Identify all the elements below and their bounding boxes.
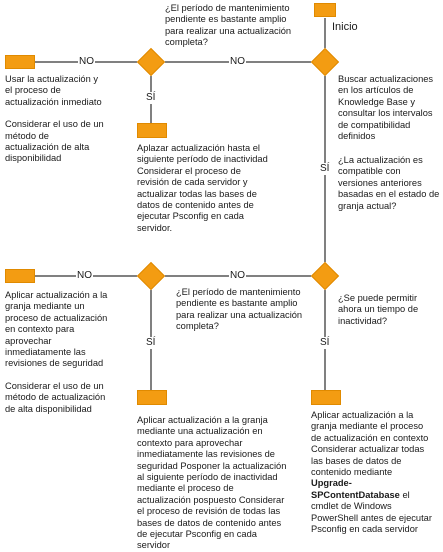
- box-apply-cmdlet: [311, 390, 341, 405]
- text-apply-cmdlet-command: Upgrade-SPContentDatabase: [311, 478, 400, 500]
- text-apply-inplace-p1: Aplicar actualización a la granja median…: [5, 290, 108, 369]
- label-no-top-left: NO: [78, 56, 95, 68]
- label-si-top-middle: SÍ: [145, 92, 157, 104]
- text-use-update: Usar la actualización y el proceso de ac…: [5, 74, 105, 165]
- start-label: Inicio: [332, 21, 358, 33]
- box-use-update: [5, 55, 35, 69]
- question-compatible: ¿La actualización es compatible con vers…: [338, 155, 440, 211]
- question-top-pending: ¿El período de mantenimiento pendiente e…: [165, 3, 292, 48]
- text-apply-cmdlet-c: el cmdlet de Windows PowerShell antes de…: [311, 489, 432, 535]
- label-no-mid-right: NO: [229, 270, 246, 282]
- text-apply-cmdlet-a: Aplicar actualización a la granja median…: [311, 410, 429, 478]
- text-postpone-update: Aplazar actualización hasta el siguiente…: [137, 143, 268, 233]
- question-mid-pending: ¿El período de mantenimiento pendiente e…: [176, 287, 303, 332]
- text-apply-postpone: Aplicar actualización a la granja median…: [137, 415, 287, 551]
- start-node: [314, 3, 336, 17]
- text-search-updates: Buscar actualizaciones en los artículos …: [338, 74, 434, 142]
- label-si-mid-right: SÍ: [319, 337, 331, 349]
- question-downtime: ¿Se puede permitir ahora un tiempo de in…: [338, 293, 419, 326]
- box-apply-inplace: [5, 269, 35, 283]
- text-apply-inplace: Aplicar actualización a la granja median…: [5, 290, 110, 415]
- text-use-update-p1: Usar la actualización y el proceso de ac…: [5, 74, 102, 107]
- label-no-top-right: NO: [229, 56, 246, 68]
- box-postpone: [137, 123, 167, 138]
- text-use-update-p2: Considerar el uso de un método de actual…: [5, 119, 104, 164]
- box-apply-postpone: [137, 390, 167, 405]
- label-no-mid-left: NO: [76, 270, 93, 282]
- label-si-top-right: SÍ: [319, 163, 331, 175]
- label-si-mid-middle: SÍ: [145, 337, 157, 349]
- text-apply-inplace-p2: Considerar el uso de un método de actual…: [5, 380, 106, 414]
- text-apply-cmdlet: Aplicar actualización a la granja median…: [311, 410, 434, 535]
